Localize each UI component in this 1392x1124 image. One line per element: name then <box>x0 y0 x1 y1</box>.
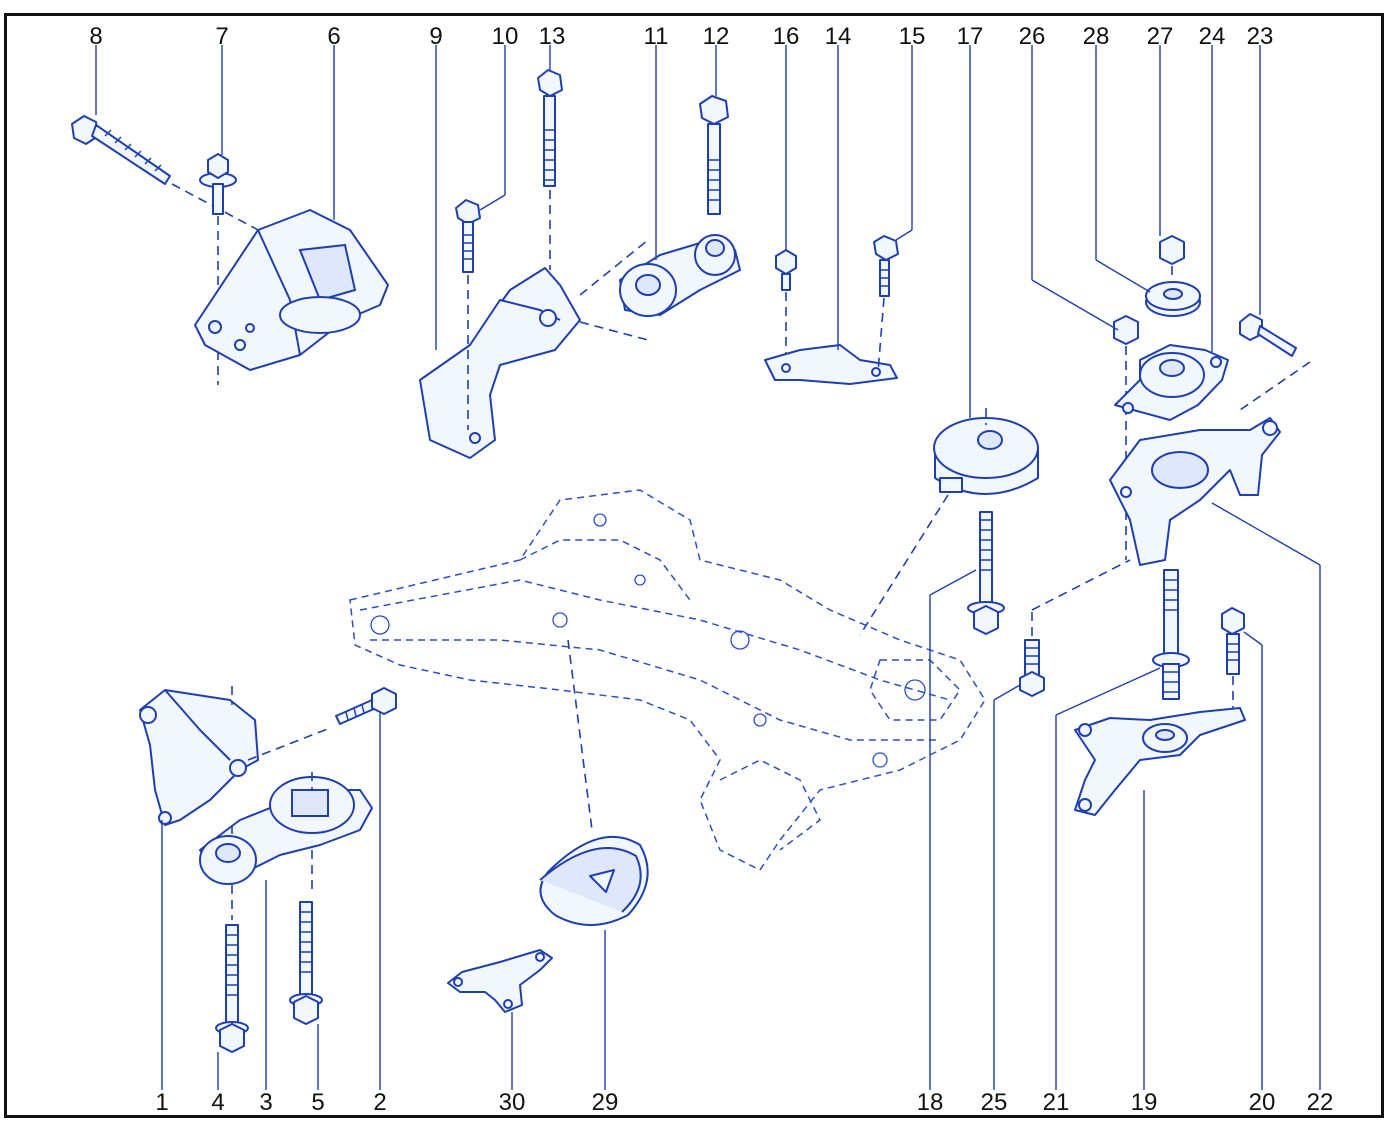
bracket-9 <box>419 267 581 459</box>
callout-2: 2 <box>373 1089 386 1116</box>
callout-23: 23 <box>1247 23 1274 50</box>
bolt-12 <box>699 95 729 215</box>
plate-30 <box>447 949 553 1013</box>
bolt-2 <box>335 687 397 725</box>
callout-24: 24 <box>1199 23 1226 50</box>
callout-18: 18 <box>917 1089 944 1116</box>
callout-10: 10 <box>492 23 519 50</box>
callout-8: 8 <box>89 23 102 50</box>
callout-22: 22 <box>1307 1089 1334 1116</box>
leader-lines <box>95 45 1321 1090</box>
subframe-ghost <box>349 489 986 871</box>
torque-rod-11 <box>619 234 741 317</box>
callout-1: 1 <box>155 1089 168 1116</box>
nut-27 <box>1159 235 1185 265</box>
plate-14 <box>764 344 898 385</box>
gearbox-mount-24 <box>1114 344 1229 421</box>
bracket-1 <box>139 689 259 826</box>
arm-bracket-22 <box>1109 417 1281 566</box>
callout-5: 5 <box>311 1089 324 1116</box>
bolt-4 <box>215 924 249 1053</box>
bolt-25 <box>1019 639 1045 697</box>
nut-26 <box>1113 315 1139 345</box>
callout-20: 20 <box>1249 1089 1276 1116</box>
callout-3: 3 <box>259 1089 272 1116</box>
callout-26: 26 <box>1019 23 1046 50</box>
callout-29: 29 <box>592 1089 619 1116</box>
bolt-18 <box>967 511 1005 635</box>
callout-12: 12 <box>703 23 730 50</box>
callout-27: 27 <box>1147 23 1174 50</box>
engine-mount-6 <box>194 209 389 371</box>
pad-29 <box>539 836 649 926</box>
bolt-8 <box>71 115 171 185</box>
lower-bracket-19 <box>1074 707 1246 816</box>
callout-30: 30 <box>499 1089 526 1116</box>
round-mount-17 <box>933 417 1039 495</box>
callout-17: 17 <box>957 23 984 50</box>
washer-28 <box>1145 281 1201 317</box>
bolt-5 <box>289 901 323 1025</box>
callout-15: 15 <box>899 23 926 50</box>
stud-21 <box>1152 569 1190 700</box>
bolt-16 <box>775 249 797 291</box>
callout-13: 13 <box>539 23 566 50</box>
bolt-20 <box>1221 607 1245 675</box>
callout-28: 28 <box>1083 23 1110 50</box>
callout-16: 16 <box>773 23 800 50</box>
callout-7: 7 <box>215 23 228 50</box>
callout-6: 6 <box>327 23 340 50</box>
bolt-7 <box>199 153 237 215</box>
callout-9: 9 <box>429 23 442 50</box>
callout-25: 25 <box>981 1089 1008 1116</box>
torque-rod-3 <box>199 776 373 885</box>
callout-4: 4 <box>211 1089 224 1116</box>
callout-14: 14 <box>825 23 852 50</box>
callout-19: 19 <box>1131 1089 1158 1116</box>
callout-21: 21 <box>1043 1089 1070 1116</box>
bolt-10 <box>455 199 481 273</box>
callout-11: 11 <box>644 23 669 50</box>
bolt-23 <box>1239 313 1297 357</box>
bolt-15 <box>873 235 899 297</box>
callout-labels: 8 7 6 9 10 13 11 12 16 14 15 17 26 28 27… <box>89 23 1333 1116</box>
bolt-13 <box>537 69 563 187</box>
